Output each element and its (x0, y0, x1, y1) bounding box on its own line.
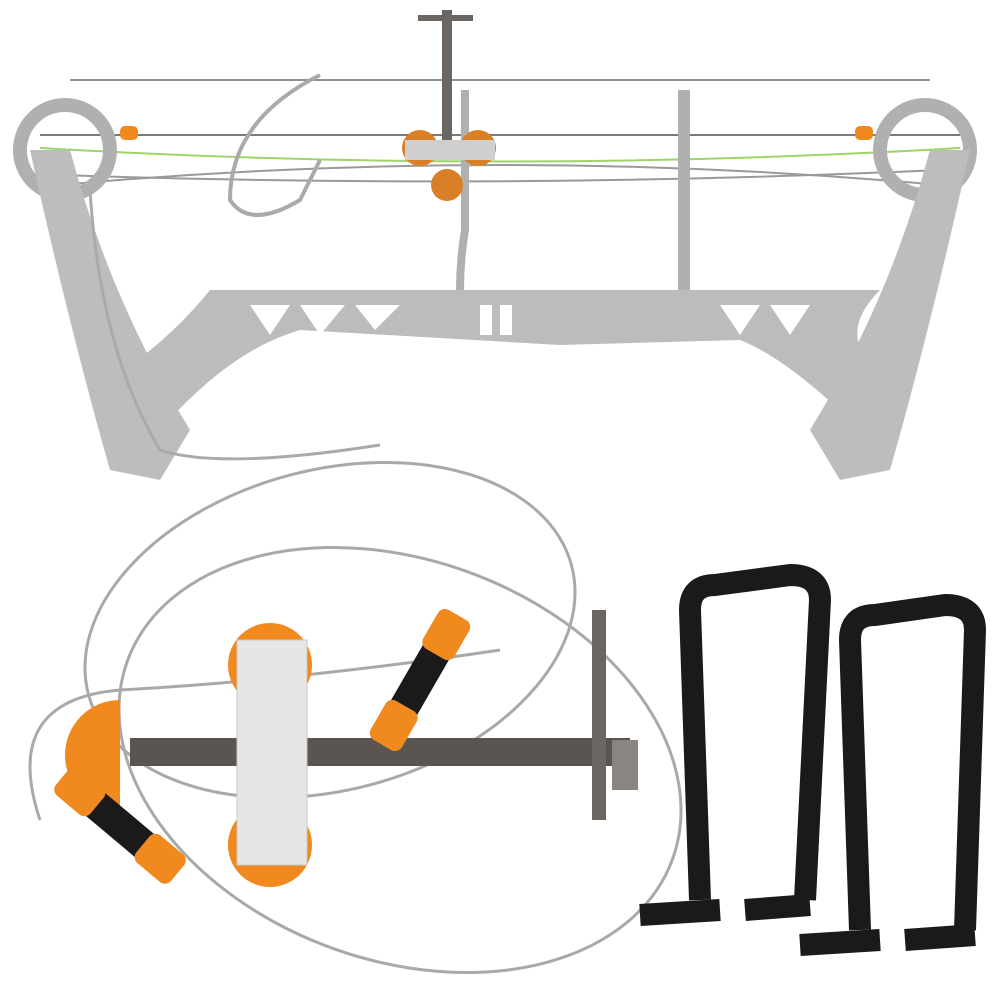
stabilizer-rod (678, 90, 690, 290)
loose-cable (88, 189, 381, 461)
arrow-rest (456, 90, 469, 291)
compound-bow (13, 10, 977, 480)
bow-strings (39, 79, 961, 186)
bow-press-tool (54, 608, 638, 887)
bow-riser (110, 290, 890, 430)
t-handle (592, 610, 606, 820)
bow-cable-green (39, 147, 961, 163)
press-arm-right (369, 608, 471, 752)
left-limb (30, 150, 190, 480)
limb-stops (120, 126, 873, 140)
press-arm-left (54, 766, 186, 884)
mounted-press (402, 10, 496, 201)
bracket-1 (679, 564, 831, 901)
cable-loop-3 (28, 648, 501, 821)
bow-cable-3 (59, 169, 941, 183)
wall-brackets (639, 564, 986, 956)
steel-cables (28, 460, 683, 975)
riser-cutouts (250, 305, 810, 335)
hex-nut (612, 740, 638, 790)
cable-loop-2 (117, 545, 683, 975)
bracket-2 (839, 594, 986, 931)
loop-cable (227, 73, 322, 217)
aluminum-plate (236, 639, 308, 866)
cable-loop-1 (83, 460, 577, 800)
